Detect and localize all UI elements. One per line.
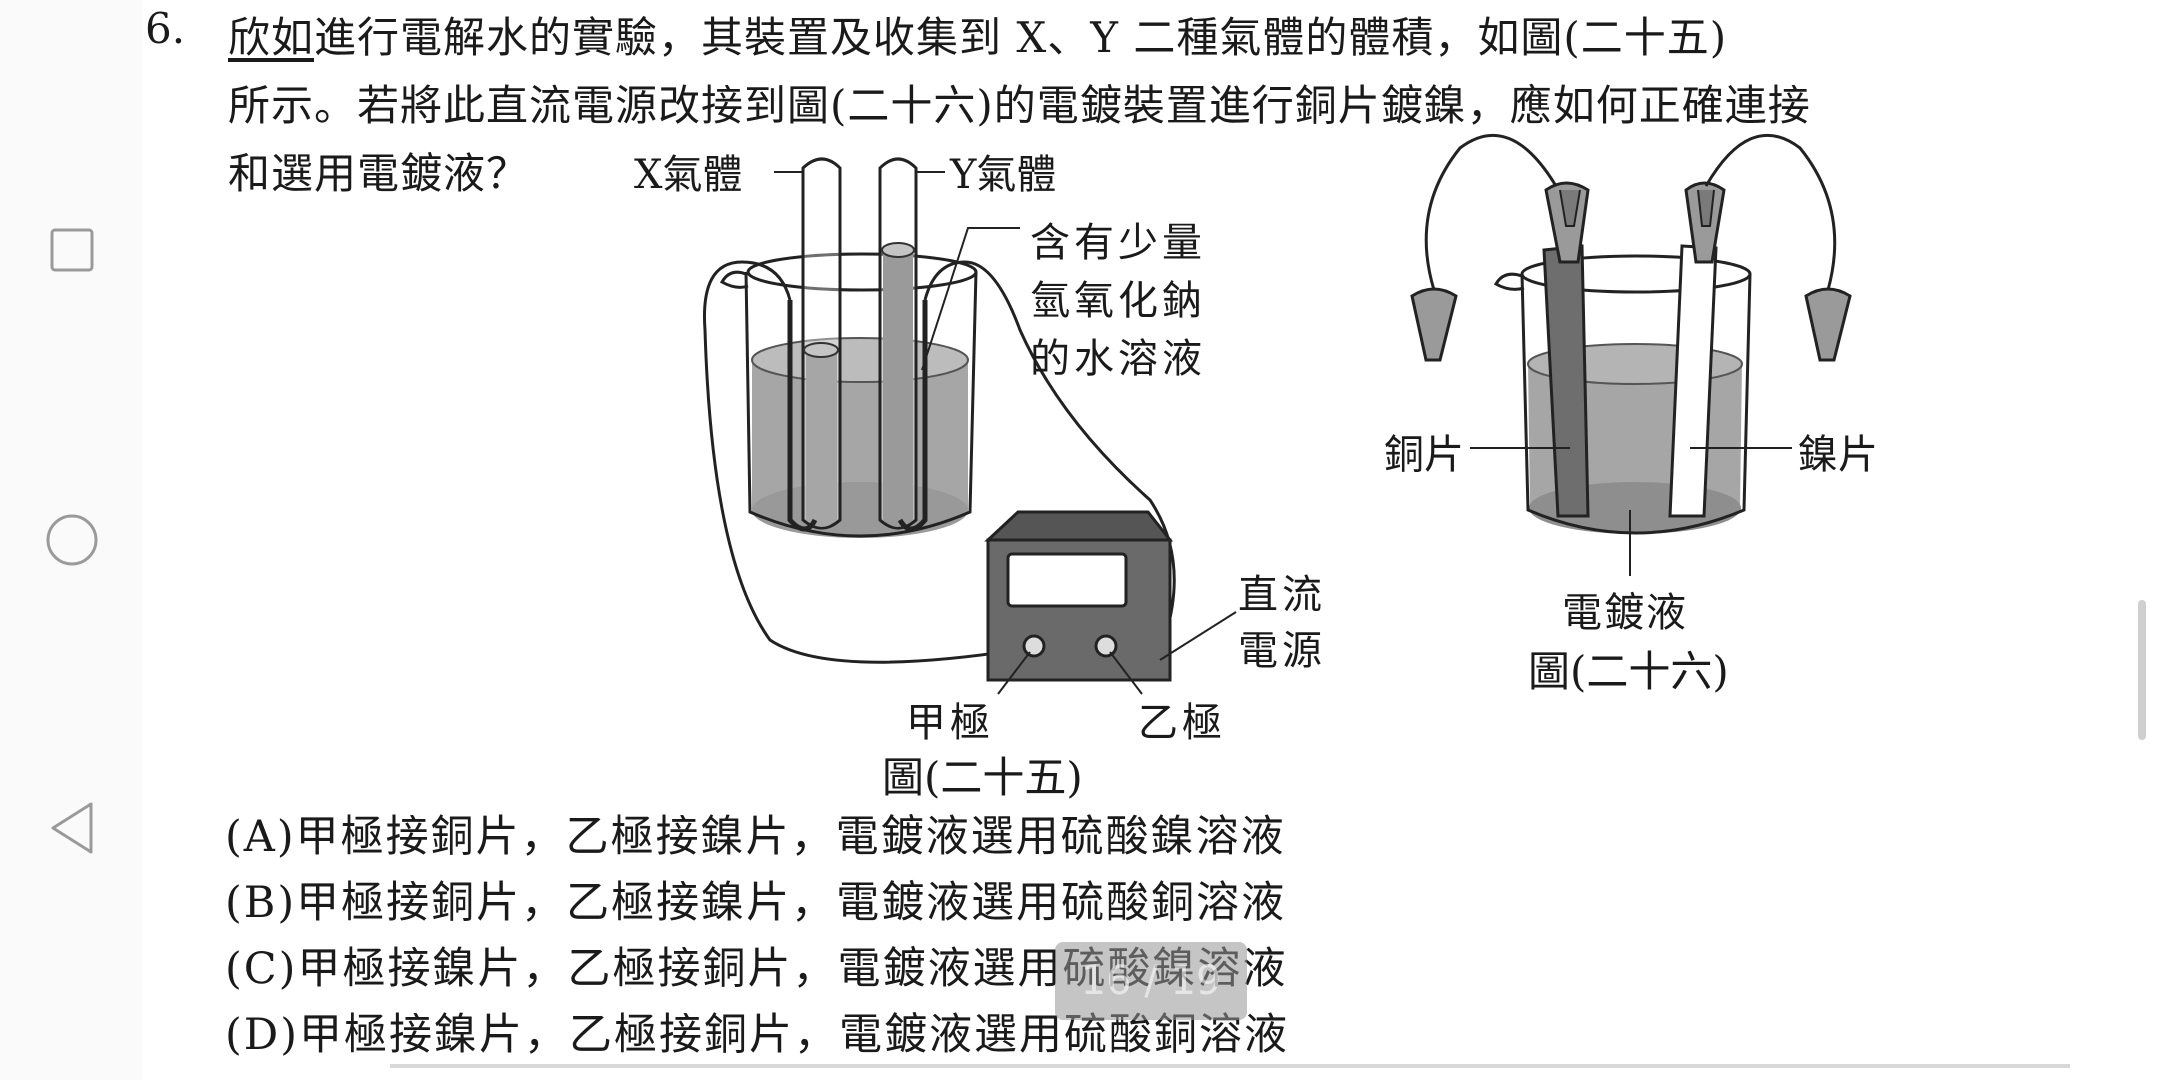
nickel-label: 鎳片 (1798, 432, 1878, 478)
gas-tubes (801, 157, 918, 530)
dc-label-line2: 電源 (1238, 628, 1326, 674)
option-b[interactable]: (B)甲極接銅片，乙極接鎳片，電鍍液選用硫酸銅溶液 (225, 878, 1287, 928)
x-gas-label: X氣體 (634, 152, 743, 198)
home-icon[interactable] (40, 508, 104, 572)
figure-26-caption: 圖(二十六) (1528, 647, 1729, 696)
question-line-1-text: 進行電解水的實驗，其裝置及收集到 X、Y 二種氣體的體積，如圖(二十五) (314, 13, 1728, 62)
electrolysis-beaker (719, 252, 978, 538)
solution-label-line3: 的水溶液 (1030, 336, 1206, 382)
bottom-divider (390, 1064, 2070, 1068)
y-gas-label: Y氣體 (950, 152, 1057, 198)
question-line-3: 和選用電鍍液？ (228, 149, 530, 198)
student-name: 欣如 (228, 13, 315, 62)
solution-label-line2: 氫氧化鈉 (1030, 278, 1206, 324)
question-number: 6. (145, 4, 186, 53)
electrolyte-label: 電鍍液 (1562, 590, 1688, 636)
copper-label: 銅片 (1384, 432, 1464, 478)
navigation-bar (0, 0, 142, 1080)
question-line-2: 所示。若將此直流電源改接到圖(二十六)的電鍍裝置進行銅片鍍鎳，應如何正確連接 (228, 81, 1811, 130)
page-indicator: 16 / 19 (1055, 942, 1247, 1020)
pole-yi-label: 乙極 (1138, 700, 1226, 746)
question-line-1: 欣如進行電解水的實驗，其裝置及收集到 X、Y 二種氣體的體積，如圖(二十五) (228, 4, 1727, 65)
solution-label-line1: 含有少量 (1030, 220, 1206, 266)
option-a[interactable]: (A)甲極接銅片，乙極接鎳片，電鍍液選用硫酸鎳溶液 (225, 812, 1286, 862)
figure-25-caption: 圖(二十五) (882, 753, 1083, 802)
pole-jia-label: 甲極 (906, 700, 994, 746)
dc-power-supply (984, 510, 1174, 682)
scrollbar-thumb[interactable] (2138, 600, 2146, 740)
back-icon[interactable] (40, 796, 104, 860)
dc-label-line1: 直流 (1238, 572, 1326, 618)
recent-apps-icon[interactable] (40, 218, 104, 282)
